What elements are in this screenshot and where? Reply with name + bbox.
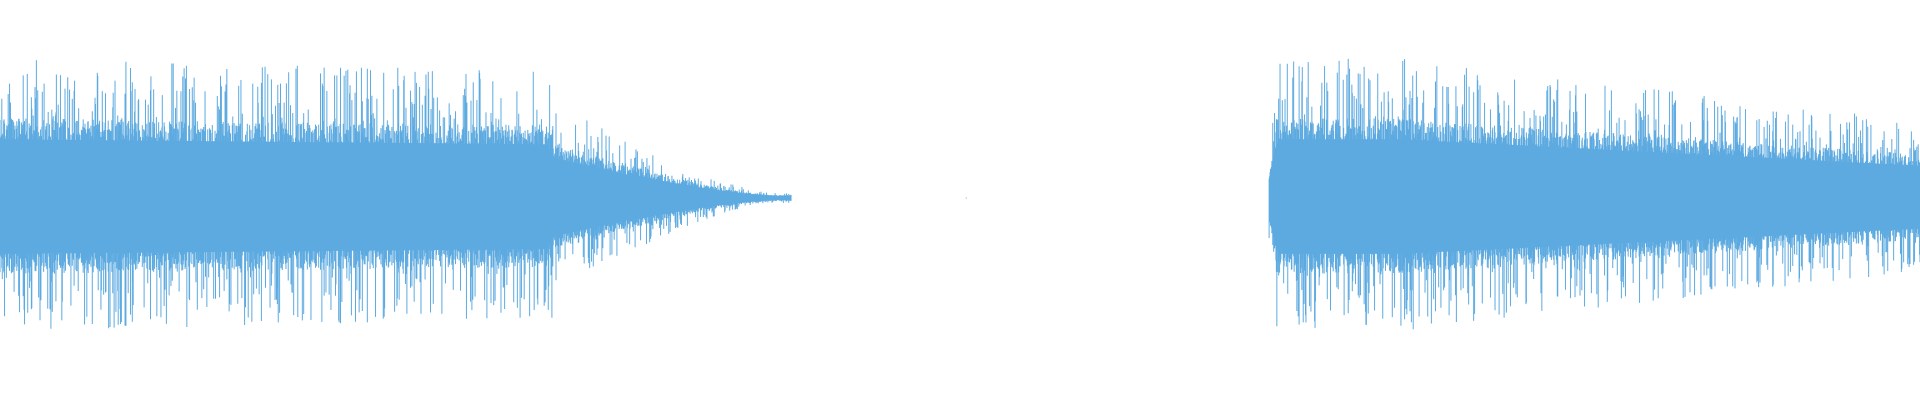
waveform-body	[0, 139, 791, 254]
waveform-bars	[0, 58, 1920, 330]
waveform-body	[1269, 139, 1920, 254]
